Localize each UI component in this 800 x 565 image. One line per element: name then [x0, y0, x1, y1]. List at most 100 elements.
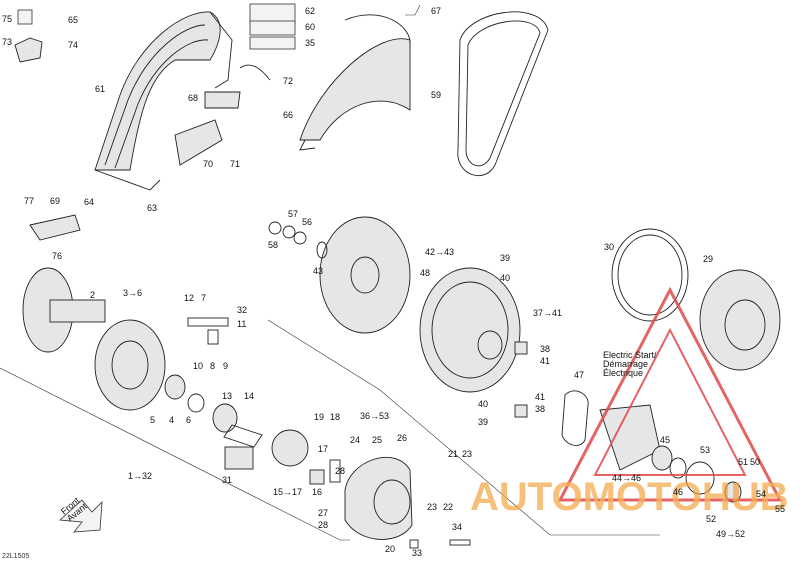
starter-ring-gear [561, 228, 781, 503]
drive-pulley [22, 267, 325, 485]
part-label-6: 6 [186, 415, 191, 425]
part-label-39b: 39 [478, 417, 488, 427]
part-label-18: 18 [330, 412, 340, 422]
part-label-72: 72 [283, 76, 293, 86]
part-label-24: 24 [350, 435, 360, 445]
part-label-3-6: 3→6 [123, 288, 142, 298]
part-label-41: 41 [540, 356, 550, 366]
part-label-40: 40 [500, 273, 510, 283]
part-label-37-41: 37→41 [533, 308, 562, 318]
watermark-brand: AUTOMOTOHUB [470, 475, 789, 519]
part-label-2: 2 [90, 290, 95, 300]
part-label-30: 30 [604, 242, 614, 252]
part-label-29: 29 [703, 254, 713, 264]
part-label-59: 59 [431, 90, 441, 100]
part-label-23: 23 [462, 449, 472, 459]
part-label-60: 60 [305, 22, 315, 32]
electric-start-line1: Electric Start/ [603, 350, 657, 360]
part-label-32: 32 [237, 305, 247, 315]
part-label-49-52: 49→52 [716, 529, 745, 539]
electric-start-line3: Électrique [603, 368, 643, 378]
group-lines [0, 4, 660, 541]
belt-guard-assembly [14, 3, 296, 241]
front-direction-arrow [59, 499, 103, 533]
part-label-4: 4 [169, 415, 174, 425]
driven-pulley [268, 216, 528, 418]
part-label-25: 25 [372, 435, 382, 445]
watermark: AUTOMOTOHUB [470, 286, 789, 519]
part-label-56: 56 [302, 217, 312, 227]
part-label-31: 31 [222, 475, 232, 485]
part-label-17: 17 [318, 444, 328, 454]
part-label-57: 57 [288, 209, 298, 219]
part-label-46: 46 [673, 487, 683, 497]
part-label-11: 11 [237, 319, 246, 329]
part-label-10: 10 [193, 361, 203, 371]
part-label-7: 7 [201, 293, 206, 303]
part-label-41b: 41 [535, 392, 545, 402]
part-label-64: 64 [84, 197, 94, 207]
part-label-22: 22 [443, 502, 453, 512]
part-label-27: 27 [318, 508, 328, 518]
part-label-8: 8 [210, 361, 215, 371]
part-label-15-17: 15→17 [273, 487, 302, 497]
part-labels: 75 73 74 65 61 62 60 35 72 68 70 71 64 6… [2, 6, 785, 558]
part-label-16: 16 [312, 487, 322, 497]
part-label-68: 68 [188, 93, 198, 103]
part-label-26: 26 [397, 433, 407, 443]
part-label-45: 45 [660, 435, 670, 445]
part-label-51: 51 [738, 457, 748, 467]
watermark-triangle [557, 286, 783, 502]
part-label-73: 73 [2, 37, 12, 47]
part-label-33: 33 [412, 548, 422, 558]
part-label-5: 5 [150, 415, 155, 425]
part-label-35: 35 [305, 38, 315, 48]
part-label-48: 48 [420, 268, 430, 278]
part-label-71: 71 [230, 159, 240, 169]
part-label-38b: 38 [535, 404, 545, 414]
part-label-75: 75 [2, 14, 12, 24]
part-label-53: 53 [700, 445, 710, 455]
part-label-14: 14 [244, 391, 254, 401]
part-label-54: 54 [756, 489, 766, 499]
part-label-58: 58 [268, 240, 278, 250]
part-label-19: 19 [314, 412, 324, 422]
part-label-39: 39 [500, 253, 510, 263]
part-label-62: 62 [305, 6, 315, 16]
part-label-70: 70 [203, 159, 213, 169]
part-label-43: 43 [313, 266, 323, 276]
part-label-9: 9 [223, 361, 228, 371]
part-label-21: 21 [448, 449, 458, 459]
part-label-44-46: 44→46 [612, 473, 641, 483]
part-label-76: 76 [52, 251, 62, 261]
part-label-77: 77 [24, 196, 34, 206]
inner-cover [299, 14, 411, 151]
part-label-28: 28 [335, 466, 345, 476]
part-label-50: 50 [750, 457, 760, 467]
part-label-36-53: 36→53 [360, 411, 389, 421]
part-label-23b: 23 [427, 502, 437, 512]
drive-belt [457, 11, 549, 177]
part-label-52: 52 [706, 514, 716, 524]
diagram-code: 22L1505 [2, 553, 30, 560]
part-label-34: 34 [452, 522, 462, 532]
part-label-74: 74 [68, 40, 78, 50]
lower-pulley-parts [187, 317, 471, 549]
part-label-38: 38 [540, 344, 550, 354]
part-label-55: 55 [775, 504, 785, 514]
part-label-20: 20 [385, 544, 395, 554]
part-label-42-43: 42→43 [425, 247, 454, 257]
part-label-65: 65 [68, 15, 78, 25]
part-label-13: 13 [222, 391, 232, 401]
part-label-63: 63 [147, 203, 157, 213]
part-label-69: 69 [50, 196, 60, 206]
part-label-66: 66 [283, 110, 293, 120]
electric-start-line2: Démarrage [603, 359, 648, 369]
part-label-1-32: 1→32 [128, 471, 152, 481]
part-label-28b: 28 [318, 520, 328, 530]
part-label-67: 67 [431, 6, 441, 16]
part-label-47: 47 [574, 370, 584, 380]
part-label-61: 61 [95, 84, 105, 94]
part-label-40b: 40 [478, 399, 488, 409]
